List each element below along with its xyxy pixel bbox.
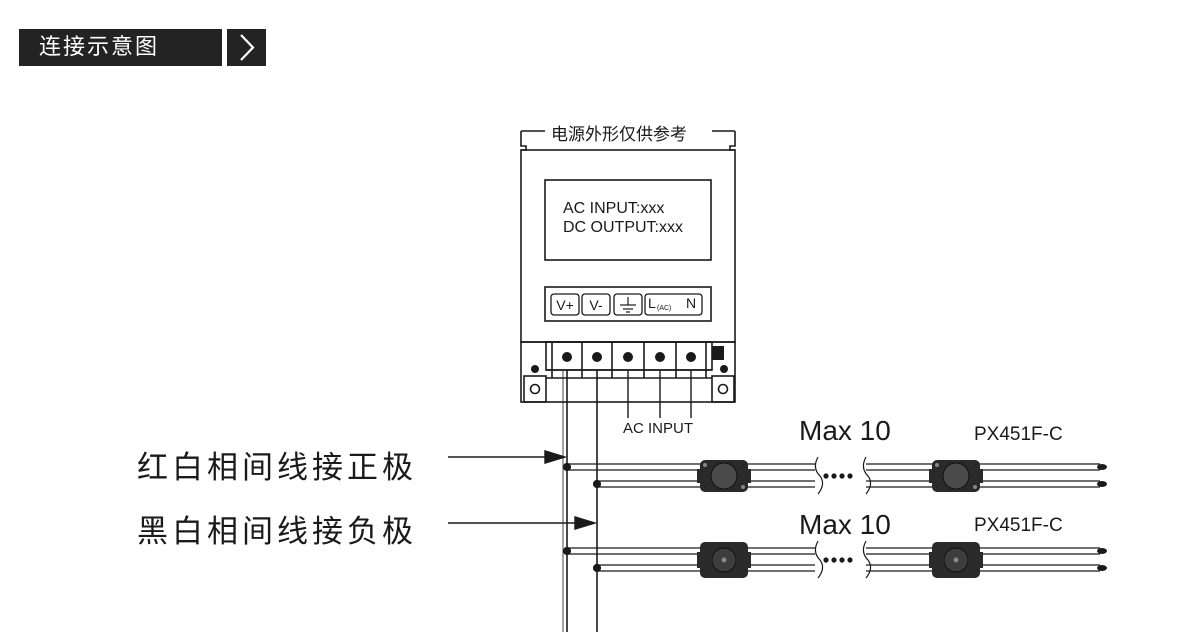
max-count-label: Max 10: [799, 509, 891, 540]
terminal-screws: [531, 352, 728, 373]
ellipsis-dots-1: [823, 473, 853, 479]
label-arrows: [448, 450, 598, 530]
terminal-l: L: [648, 295, 656, 311]
led-module: [929, 542, 983, 578]
terminal-ac-sub: (AC): [657, 305, 672, 312]
module-model-label: PX451F-C: [974, 515, 1063, 536]
dc-output-wires: [562, 370, 598, 632]
branch-2-wires: [562, 540, 1100, 579]
branch-1-wires: [562, 456, 1100, 495]
negative-wire-label: 黑白相间线接负极: [137, 514, 417, 550]
module-model-label: PX451F-C: [974, 424, 1063, 445]
display-line-1: AC INPUT:xxx: [563, 200, 665, 217]
led-module: [697, 542, 751, 578]
power-supply-title: 电源外形仅供参考: [549, 120, 689, 145]
power-supply-outline: [520, 130, 736, 403]
display-line-2: DC OUTPUT:xxx: [563, 219, 683, 236]
max-count-label: Max 10: [799, 415, 891, 446]
wire-end-caps: [1097, 464, 1107, 571]
section-title: 连接示意图: [19, 29, 222, 66]
terminal-label-boxes: [550, 293, 703, 316]
ellipsis-dots-2: [823, 557, 853, 563]
terminal-v-plus: V+: [556, 297, 574, 313]
ac-input-wires: [627, 370, 692, 418]
led-indicator: [712, 346, 724, 360]
terminal-n: N: [685, 295, 697, 311]
chevron-right-icon: [227, 29, 266, 66]
ground-icon: [620, 297, 636, 313]
terminal-v-minus: V-: [589, 297, 603, 313]
led-module: [697, 460, 751, 492]
positive-wire-label: 红白相间线接正极: [137, 450, 417, 486]
ac-input-label: AC INPUT: [623, 420, 694, 437]
led-module: [929, 460, 983, 492]
